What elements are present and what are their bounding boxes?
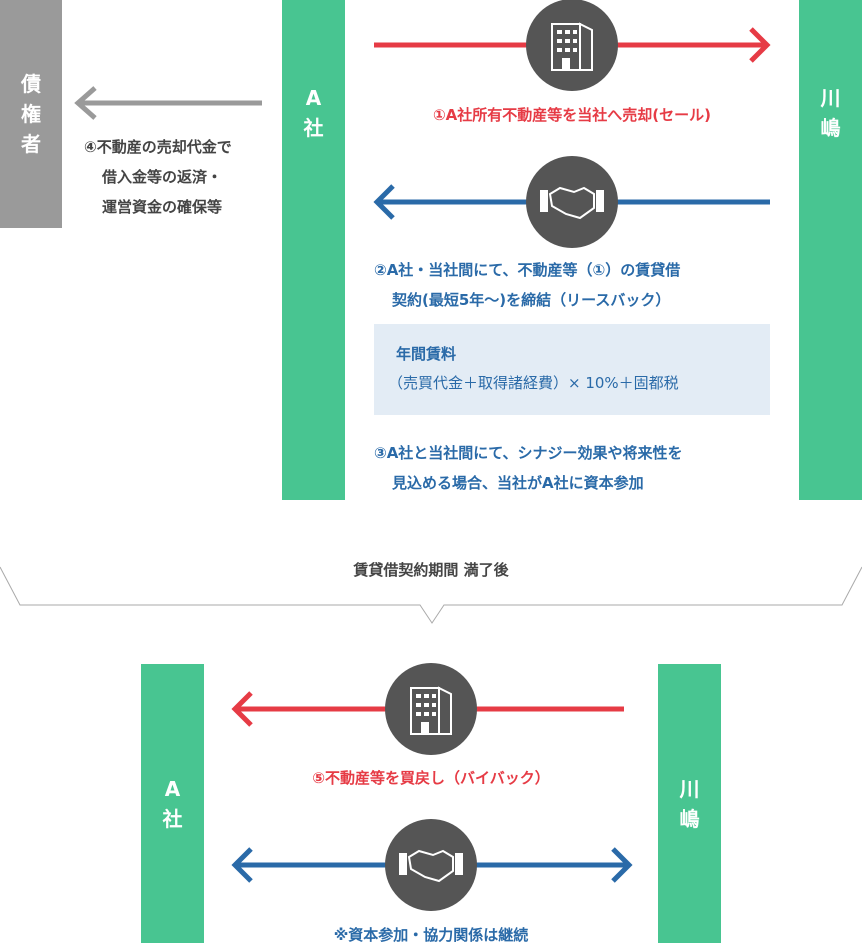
step2-line: ②A社・当社間にて、不動産等（①）の賃貸借 xyxy=(374,261,681,279)
creditor-box: 債 権 者 xyxy=(0,0,62,228)
step4-line: 借入金等の返済・ xyxy=(102,168,223,186)
handshake-icon xyxy=(526,156,618,248)
creditor-char: 債 xyxy=(21,72,41,96)
creditor-char: 権 xyxy=(21,102,41,126)
step3-text: ③A社と当社間にて、シナジー効果や将来性を 見込める場合、当社がA社に資本参加 xyxy=(374,438,683,498)
company-a-char: A xyxy=(305,86,322,110)
rent-box: 年間賃料 （売買代金＋取得諸経費）× 10%＋固都税 xyxy=(374,324,770,415)
creditor-char: 者 xyxy=(21,132,41,156)
building-icon xyxy=(385,663,477,755)
company-a-char: 社 xyxy=(303,116,324,140)
step4-line: ④不動産の売却代金で xyxy=(84,138,232,156)
step4-line: 運営資金の確保等 xyxy=(102,198,223,216)
kawashima-bar-bottom: 川 嶋 xyxy=(658,664,721,943)
step5-text: ⑤不動産等を買戻し（バイバック） xyxy=(312,769,550,787)
step3-line: 見込める場合、当社がA社に資本参加 xyxy=(392,474,644,492)
company-a-char: A xyxy=(164,776,181,801)
period-bracket xyxy=(0,566,862,624)
company-a-bar: A 社 xyxy=(282,0,345,500)
company-a-char: 社 xyxy=(162,806,183,831)
step1-text: ①A社所有不動産等を当社へ売却(セール) xyxy=(432,106,712,124)
kawashima-char: 嶋 xyxy=(820,116,841,140)
kawashima-char: 川 xyxy=(679,776,700,801)
kawashima-char: 嶋 xyxy=(679,806,700,831)
step3-line: ③A社と当社間にて、シナジー効果や将来性を xyxy=(374,444,683,462)
step4-text: ④不動産の売却代金で 借入金等の返済・ 運営資金の確保等 xyxy=(84,132,232,222)
rent-formula: （売買代金＋取得諸経費）× 10%＋固都税 xyxy=(388,374,679,392)
period-label: 賃貸借契約期間 満了後 xyxy=(353,561,509,579)
step2-line: 契約(最短5年〜)を締結（リースバック） xyxy=(392,291,671,309)
handshake-icon xyxy=(385,819,477,911)
building-icon xyxy=(526,0,618,91)
company-a-bar-bottom: A 社 xyxy=(141,664,204,943)
gray-arrow-left xyxy=(74,86,262,120)
kawashima-char: 川 xyxy=(820,86,841,110)
kawashima-bar: 川 嶋 xyxy=(799,0,862,500)
rent-title: 年間賃料 xyxy=(396,345,457,363)
step2-text: ②A社・当社間にて、不動産等（①）の賃貸借 契約(最短5年〜)を締結（リースバッ… xyxy=(374,255,680,315)
continuation-note: ※資本参加・協力関係は継続 xyxy=(333,926,529,944)
